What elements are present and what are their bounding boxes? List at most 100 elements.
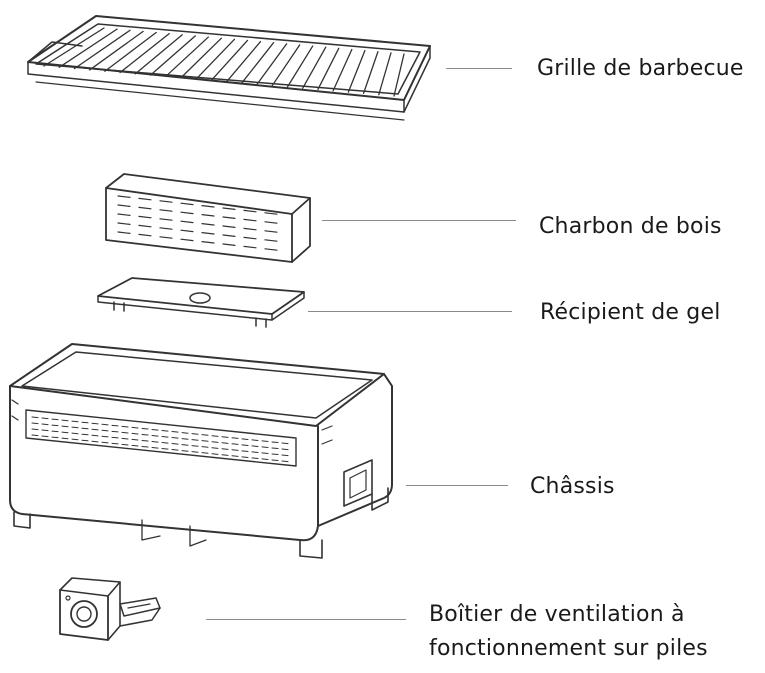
charcoal-basket-icon (105, 173, 311, 263)
chassis-vent (271, 441, 279, 444)
chassis-vent (271, 447, 279, 450)
chassis-vent (141, 427, 149, 430)
chassis-vent (131, 426, 139, 429)
chassis-vent (91, 440, 99, 443)
chassis-vent (131, 444, 139, 447)
chassis-vent (171, 443, 179, 445)
chassis-vent (161, 430, 169, 432)
grill-bar (302, 46, 327, 89)
grill-bar (378, 52, 392, 96)
charcoal-slot (264, 221, 278, 224)
chassis-vent (181, 444, 189, 446)
chassis-vent (71, 426, 79, 429)
grill-label: Grille de barbecue (537, 56, 744, 81)
chassis-vent (91, 434, 99, 437)
chassis-vent (81, 427, 89, 430)
chassis-vent (241, 438, 249, 440)
chassis-vent (241, 456, 249, 458)
chassis-vent (201, 446, 209, 448)
charcoal-slot (264, 230, 278, 233)
chassis-leader-line (406, 485, 508, 486)
chassis-vent (61, 431, 69, 434)
chassis-vent (151, 428, 159, 431)
charcoal-slot (138, 224, 152, 228)
chassis-vent (221, 442, 229, 444)
chassis-vent (211, 447, 219, 449)
grill-bar (393, 53, 405, 97)
charcoal-slot (117, 213, 131, 216)
charcoal-slot (117, 195, 131, 198)
grill-bar (149, 35, 196, 76)
chassis-vent (181, 438, 189, 440)
chassis-vent (261, 452, 269, 455)
grill-bar (119, 33, 170, 74)
grill-bar (286, 45, 314, 88)
charcoal-slot (201, 241, 215, 244)
charcoal-slot (117, 231, 131, 234)
chassis-vent (211, 453, 219, 455)
chassis-vent (101, 423, 109, 426)
charcoal-slot (243, 209, 257, 213)
charcoal-slot (159, 200, 173, 203)
charcoal-slot (159, 209, 173, 212)
grill-bar (195, 38, 236, 80)
chassis-vent (121, 431, 129, 434)
charcoal-slot (222, 216, 236, 219)
chassis-vent (201, 440, 209, 442)
chassis-vent (161, 436, 169, 438)
chassis-vent (131, 432, 139, 435)
grill-bar (134, 34, 183, 75)
chassis-vent (111, 430, 119, 433)
chassis-vent (81, 433, 89, 436)
chassis-vent (231, 443, 239, 445)
charcoal-slot (222, 234, 236, 237)
chassis-vent (161, 448, 169, 450)
charcoal-slot (201, 232, 215, 235)
chassis-vent (71, 438, 79, 441)
charcoal-slot (243, 227, 257, 231)
grill-bar (104, 31, 157, 72)
chassis-vent (281, 442, 289, 445)
grill-bar (256, 43, 288, 85)
chassis-vent (241, 450, 249, 452)
fan-box-label-line1: Boîtier de ventilation à (429, 602, 685, 627)
grill-bar (347, 49, 366, 93)
gel-container-label: Récipient de gel (540, 300, 721, 325)
chassis-vent (111, 442, 119, 445)
chassis-vent (61, 437, 69, 440)
chassis-vent (121, 437, 129, 440)
chassis-vent (151, 434, 159, 437)
chassis-vent (101, 429, 109, 432)
grill-bar (225, 40, 262, 83)
charcoal-slot (159, 218, 173, 221)
chassis-vent (81, 421, 89, 424)
fan-leader-line (206, 619, 406, 620)
chassis-vent (31, 416, 39, 419)
gel-tray-icon (97, 277, 305, 328)
chassis-vent (231, 455, 239, 457)
chassis-vent (101, 441, 109, 444)
charcoal-label: Charbon de bois (539, 214, 722, 239)
chassis-vent (71, 420, 79, 423)
charcoal-leader-line (322, 220, 516, 221)
chassis-vent (61, 419, 69, 422)
charcoal-slot (159, 236, 173, 239)
chassis-vent (41, 435, 49, 438)
chassis-vent (161, 442, 169, 444)
chassis-vent (251, 451, 259, 453)
grill-bar (180, 37, 223, 79)
chassis-vent (191, 433, 199, 435)
grill-bar (73, 29, 131, 70)
charcoal-slot (264, 239, 278, 242)
grill-leader-line (446, 68, 512, 69)
chassis-vent (261, 458, 269, 461)
grill-bar (362, 51, 379, 95)
chassis-vent (271, 453, 279, 456)
chassis-label: Châssis (530, 474, 615, 499)
chassis-vent (171, 431, 179, 433)
charcoal-slot (138, 233, 152, 237)
chassis-vent (121, 425, 129, 428)
charcoal-slot (180, 220, 194, 224)
chassis-vent (91, 422, 99, 425)
